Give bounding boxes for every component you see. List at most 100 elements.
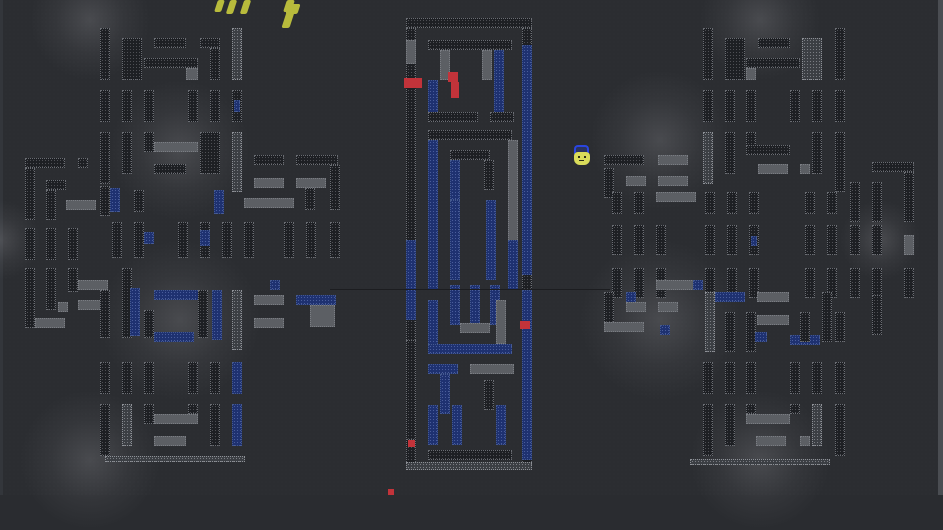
wall-tile: [904, 172, 914, 222]
wall-tile: [330, 222, 340, 258]
wall-tile: [428, 40, 512, 50]
wall-tile: [144, 132, 154, 152]
blue-wall-tile: [693, 280, 703, 290]
red-item-icon[interactable]: [451, 82, 459, 98]
gray-floor-tile: [604, 322, 644, 332]
red-item-icon[interactable]: [408, 440, 415, 447]
wall-tile: [244, 222, 254, 258]
blue-wall-tile: [496, 405, 506, 445]
blue-wall-tile: [452, 405, 462, 445]
gray-floor-tile: [757, 315, 789, 325]
wall-tile: [746, 404, 756, 414]
blue-wall-tile: [110, 188, 120, 212]
wall-tile: [144, 58, 198, 68]
wall-tile: [835, 362, 845, 394]
wall-tile: [428, 450, 512, 460]
wall-tile: [805, 268, 815, 298]
gray-floor-tile: [800, 164, 810, 174]
wall-tile: [210, 362, 220, 394]
red-item-icon[interactable]: [520, 321, 530, 329]
wall-tile: [154, 164, 186, 174]
player-face-icon: [574, 152, 590, 165]
wall-tile: [790, 362, 800, 394]
yellow-pickup-icon[interactable]: [225, 0, 238, 14]
wall-tile: [144, 310, 154, 338]
wall-tile: [727, 225, 737, 255]
wall-tile: [46, 228, 56, 260]
wall-tile: [46, 268, 56, 310]
wall-tile: [835, 132, 845, 192]
gray-floor-tile: [154, 142, 198, 152]
blue-wall-tile: [450, 200, 460, 280]
mouth-icon: [579, 160, 584, 161]
gray-floor-tile: [406, 40, 416, 64]
wall-tile: [144, 404, 154, 424]
wall-tile: [656, 225, 666, 255]
blue-wall-tile: [154, 332, 194, 342]
wall-tile: [835, 90, 845, 122]
gray-floor-tile: [904, 235, 914, 255]
blue-wall-tile: [470, 285, 480, 325]
blue-wall-tile: [270, 280, 280, 290]
yellow-pickup-icon[interactable]: [214, 0, 225, 12]
wall-tile: [428, 130, 512, 140]
blue-wall-tile: [428, 405, 438, 445]
gray-floor-tile: [758, 164, 788, 174]
yellow-pickup-icon[interactable]: [281, 12, 295, 28]
wall-tile: [232, 28, 242, 80]
wall-tile: [68, 228, 78, 260]
gray-floor-tile: [626, 176, 646, 186]
eye-icon: [584, 156, 586, 158]
wall-tile: [850, 182, 860, 222]
blue-wall-tile: [494, 50, 504, 120]
wall-tile: [232, 290, 242, 350]
wall-tile: [122, 362, 132, 394]
wall-tile: [812, 90, 822, 122]
wall-tile: [210, 90, 220, 122]
blue-wall-tile: [450, 285, 460, 325]
gray-floor-tile: [78, 280, 108, 290]
wall-tile: [872, 225, 882, 255]
blue-wall-tile: [715, 292, 745, 302]
wall-tile: [822, 292, 832, 342]
blue-wall-tile: [440, 374, 450, 414]
wall-tile: [305, 188, 315, 210]
yellow-pickup-icon[interactable]: [239, 0, 252, 14]
wall-tile: [222, 222, 232, 258]
wall-tile: [144, 362, 154, 394]
gray-floor-tile: [626, 302, 646, 312]
wall-tile: [210, 404, 220, 446]
blue-wall-tile: [200, 230, 210, 246]
red-item-icon[interactable]: [414, 78, 422, 88]
wall-tile: [604, 168, 614, 198]
wall-tile: [100, 290, 110, 338]
wall-tile: [703, 28, 713, 80]
gray-floor-tile: [254, 178, 284, 188]
wall-tile: [812, 362, 822, 394]
red-item-icon[interactable]: [404, 78, 414, 88]
eye-icon: [578, 156, 580, 158]
wall-tile: [134, 190, 144, 212]
wall-tile: [78, 158, 88, 168]
wall-tile: [100, 362, 110, 394]
wall-tile: [330, 165, 340, 210]
wall-tile: [703, 132, 713, 184]
wall-tile: [428, 112, 478, 122]
wall-tile: [835, 28, 845, 80]
wall-tile: [406, 462, 532, 470]
wall-tile: [25, 268, 35, 328]
wall-tile: [450, 150, 490, 160]
red-item-icon[interactable]: [388, 489, 394, 495]
left-border: [0, 0, 3, 495]
wall-tile: [210, 48, 220, 80]
wall-tile: [749, 268, 759, 298]
wall-tile: [872, 295, 882, 335]
wall-tile: [200, 132, 220, 174]
wall-tile: [746, 145, 790, 155]
wall-tile: [727, 192, 737, 214]
gray-floor-tile: [244, 198, 294, 208]
red-item-icon[interactable]: [448, 72, 458, 82]
wall-tile: [612, 268, 622, 298]
wall-tile: [790, 404, 800, 414]
